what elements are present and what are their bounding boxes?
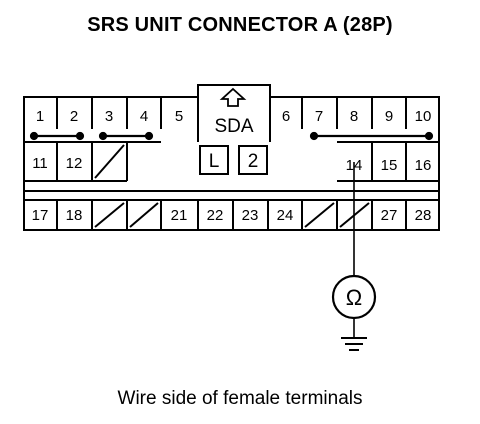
terminal-label: 28	[415, 207, 432, 224]
diagram-line	[98, 131, 108, 141]
terminal-label: 18	[66, 207, 83, 224]
ohm-symbol: Ω	[346, 285, 362, 310]
terminal-label: 12	[66, 155, 83, 172]
lock-box-2	[238, 145, 268, 175]
terminal-label: 2	[70, 108, 78, 125]
terminal-label: 7	[315, 108, 323, 125]
diagram-line	[144, 131, 154, 141]
terminal-label: 1	[36, 108, 44, 125]
diagram-line	[29, 131, 434, 141]
diagram-line	[75, 131, 85, 141]
diagram-title: SRS UNIT CONNECTOR A (28P)	[87, 14, 393, 36]
terminal-label: 6	[282, 108, 290, 125]
empty-cavity-slash	[94, 144, 125, 179]
terminal-label: 21	[171, 207, 188, 224]
terminal-label: 9	[385, 108, 393, 125]
diagram-line	[29, 131, 39, 141]
terminal-label: 14	[346, 157, 363, 174]
terminal-label: 11	[32, 155, 48, 172]
terminal-label: 5	[175, 108, 183, 125]
terminal-label: 10	[415, 108, 432, 125]
empty-cavity-slash	[304, 202, 335, 228]
diagram-line	[331, 162, 377, 351]
lock-mark-label: L	[209, 151, 220, 172]
diagram-line	[23, 84, 440, 231]
empty-cavity-slash	[129, 202, 159, 228]
diagram-line	[424, 131, 434, 141]
terminal-label: 8	[350, 108, 358, 125]
terminal-label: 16	[415, 157, 432, 174]
lock-box-l	[199, 145, 229, 175]
diagram-line	[309, 131, 319, 141]
diagram-line: 1 2 3 4 5 6 7 8 9 10 11 12 14 15 16 17 1…	[32, 108, 432, 310]
terminal-label: 17	[32, 207, 49, 224]
terminal-label: 24	[277, 207, 294, 224]
terminal-label: 15	[381, 157, 398, 174]
terminal-label: 22	[207, 207, 224, 224]
diagram-caption: Wire side of female terminals	[117, 388, 363, 409]
terminal-label: 27	[381, 207, 398, 224]
terminal-label: 4	[140, 108, 148, 125]
terminal-label: 23	[242, 207, 259, 224]
terminal-label: 3	[105, 108, 113, 125]
lock-mark-label: 2	[248, 151, 259, 172]
tab-label: SDA	[214, 116, 253, 137]
up-arrow-icon	[219, 87, 247, 107]
empty-cavity-slash	[94, 202, 125, 228]
